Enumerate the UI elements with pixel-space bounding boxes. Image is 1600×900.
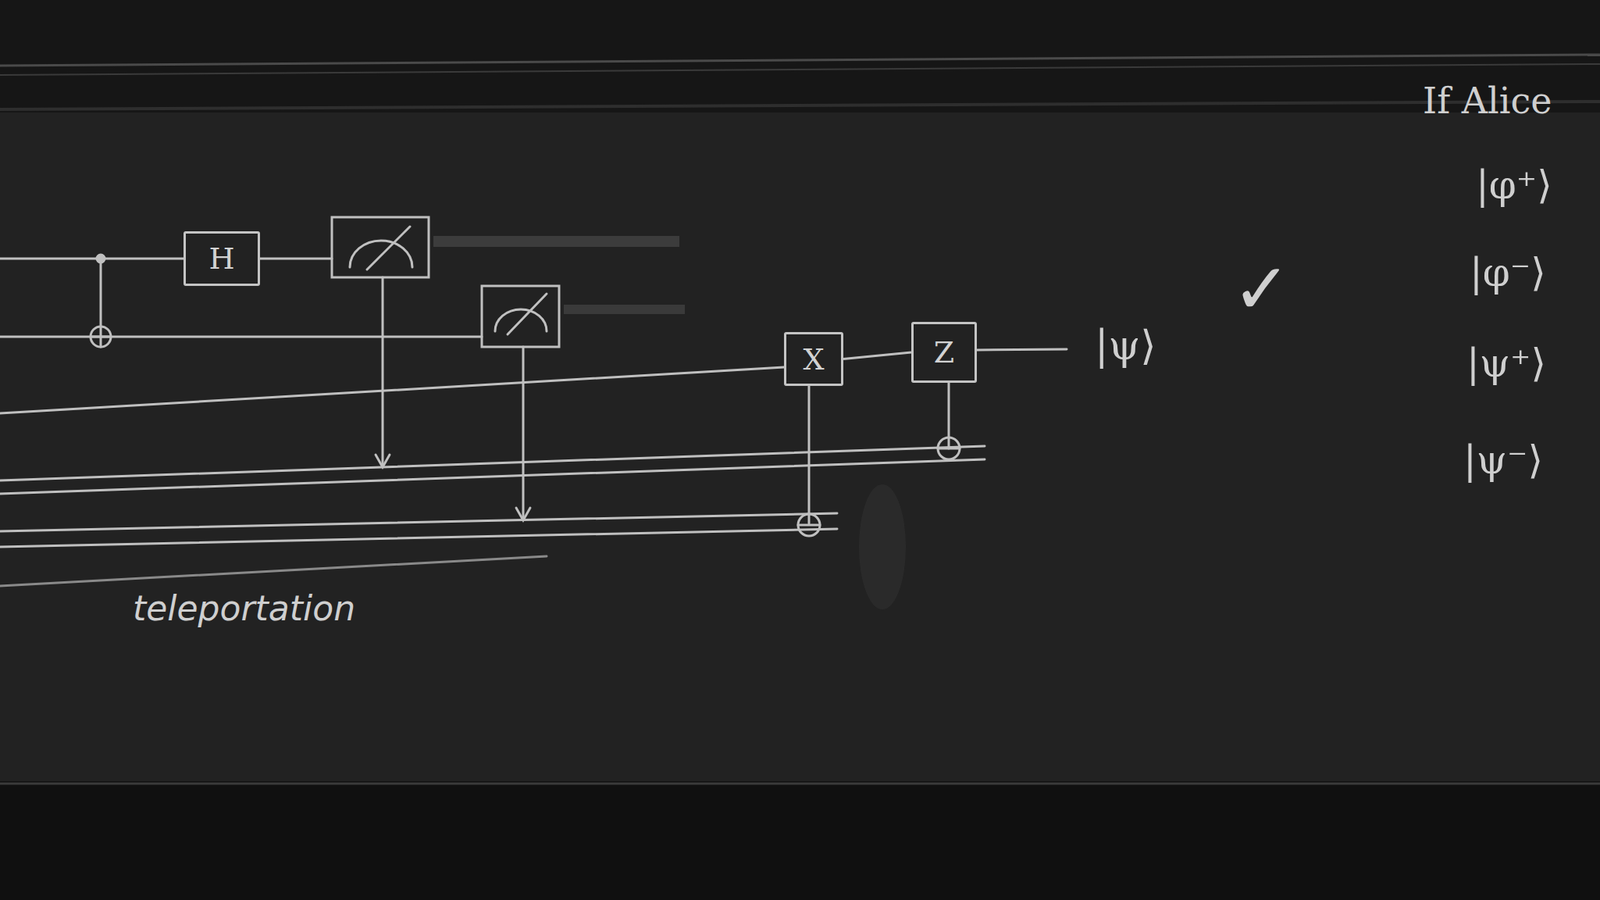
quantum-wire [843, 352, 912, 360]
bell-state: |ψ⁺⟩ [1466, 342, 1547, 385]
pauli-z-gate: Z [911, 321, 977, 383]
hadamard-gate: H [183, 231, 261, 286]
note-text: If Alice [1422, 81, 1552, 122]
state-label: |ψ⟩ [1094, 323, 1157, 368]
gate-letter: Z [933, 337, 955, 368]
caption-note: teleportation [132, 589, 356, 628]
gate-letter: X [802, 344, 824, 375]
gate-letter: H [208, 243, 235, 274]
bell-state: |φ⁻⟩ [1469, 251, 1547, 295]
bell-state: |φ⁺⟩ [1475, 163, 1553, 207]
bell-state: |ψ⁻⟩ [1463, 438, 1543, 482]
pauli-x-gate: X [783, 331, 844, 386]
check-mark: ✓ [1232, 249, 1291, 328]
